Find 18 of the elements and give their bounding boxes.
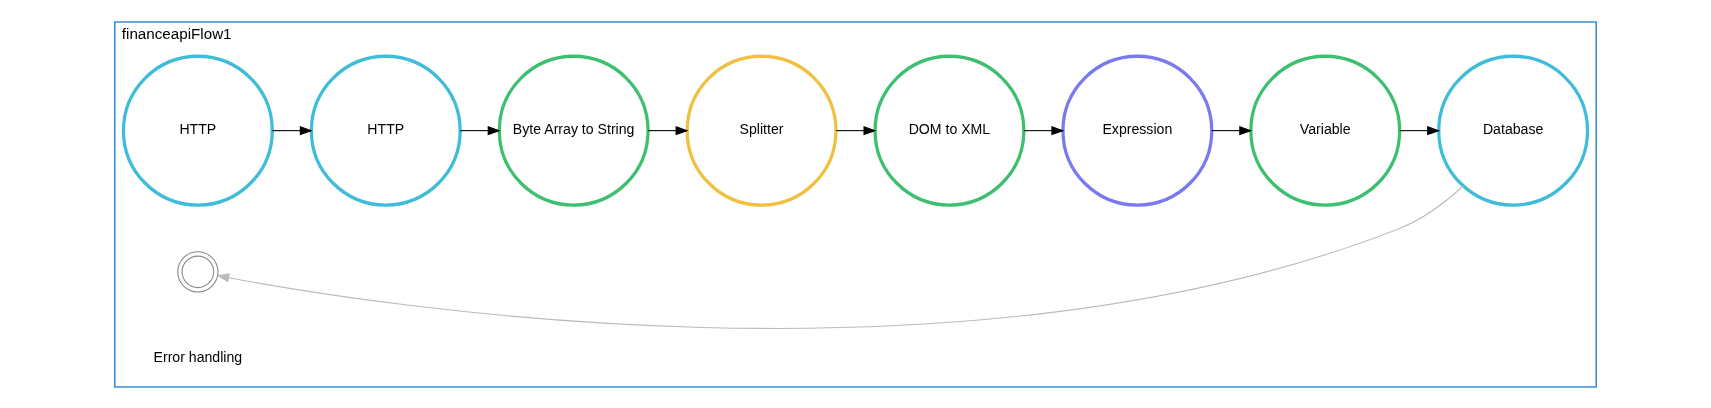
node-circle: DOM to XML [873, 54, 1026, 207]
arrow [216, 184, 1464, 329]
node-circle: Splitter [685, 54, 838, 207]
arrow [835, 125, 877, 135]
arrow [459, 125, 501, 135]
label: Error handling [153, 348, 243, 365]
arrow [1023, 125, 1065, 135]
node-circle: HTTP [309, 54, 462, 207]
node-circle: Expression [1061, 54, 1214, 207]
arrow [1399, 125, 1441, 135]
arrow [647, 125, 689, 135]
arrow [271, 125, 313, 135]
node-circle: HTTP [121, 54, 274, 207]
node-circle: Variable [1249, 54, 1402, 207]
node-picture [177, 250, 219, 292]
arrow [1211, 125, 1253, 135]
node-circle: Database [1437, 54, 1590, 207]
node-circle: Byte Array to String [497, 54, 650, 207]
